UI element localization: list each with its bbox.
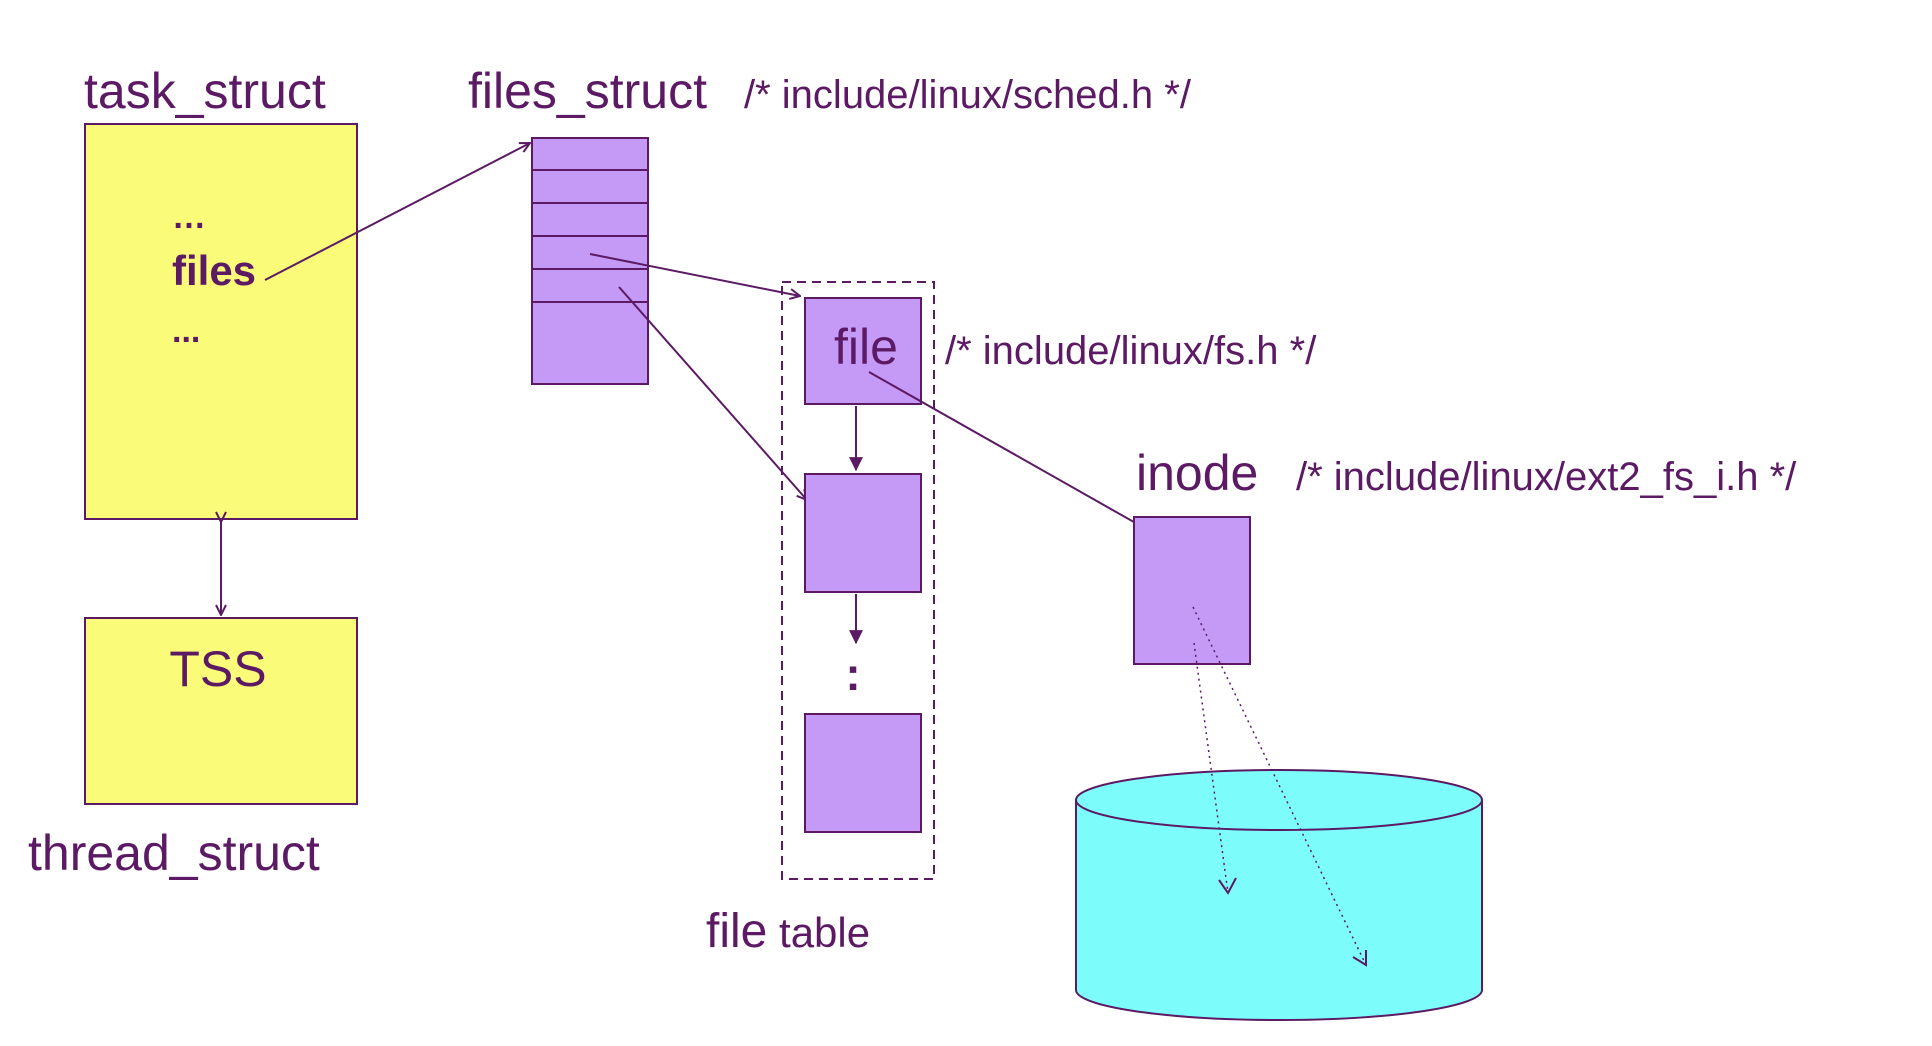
task-struct-ellipsis-bottom: ... (172, 312, 200, 350)
file-table: file /* include/linux/fs.h */ : file tab… (706, 281, 1317, 958)
inode-comment: /* include/linux/ext2_fs_i.h */ (1296, 455, 1797, 499)
tss-label: TSS (169, 641, 266, 697)
fd-to-file-arrow (589, 253, 800, 296)
inode-box (1133, 516, 1251, 665)
file-table-dashed-border (781, 281, 935, 880)
files-struct-box (531, 137, 649, 385)
inode-label: inode (1136, 445, 1258, 501)
inode-block-pointer-arrowhead (1218, 877, 1237, 895)
inode-block-pointer-arrowhead-2 (1352, 950, 1367, 967)
file-entry-box-3 (804, 713, 922, 833)
thread-struct-caption: thread_struct (28, 825, 320, 881)
disk-cylinder (1075, 769, 1483, 1021)
thread-struct: TSS thread_struct (28, 617, 358, 881)
file-to-inode-arrow (868, 371, 1155, 534)
tss-box (84, 617, 358, 805)
file-entry-box-2 (804, 473, 922, 593)
inode-block-pointer-arrow (1193, 642, 1229, 894)
task-struct-box (84, 123, 358, 520)
disk-top (1075, 769, 1483, 831)
file-entry-comment: /* include/linux/fs.h */ (945, 329, 1317, 373)
task-struct-ellipsis-top: … (172, 198, 206, 236)
task-struct-title: task_struct (84, 63, 326, 119)
fd-to-second-file-arrow (618, 286, 807, 500)
task-struct: task_struct … files ... (84, 63, 358, 520)
files-struct-title: files_struct (468, 63, 707, 119)
file-entry-label: file (834, 319, 898, 375)
file-table-caption: file table (706, 905, 870, 958)
file-entry-box (804, 297, 922, 405)
files-struct-comment: /* include/linux/sched.h */ (744, 73, 1192, 117)
inode-block-pointer-arrow-2 (1192, 606, 1367, 966)
inode: inode /* include/linux/ext2_fs_i.h */ (1133, 445, 1797, 665)
task-struct-files-field: files (172, 247, 256, 294)
file-table-caption-bold: file (706, 905, 767, 958)
file-table-ellipsis: : (845, 648, 860, 700)
files-pointer-arrow (264, 143, 530, 281)
disk-body (1075, 800, 1483, 1021)
file-table-caption-rest: table (767, 909, 870, 956)
